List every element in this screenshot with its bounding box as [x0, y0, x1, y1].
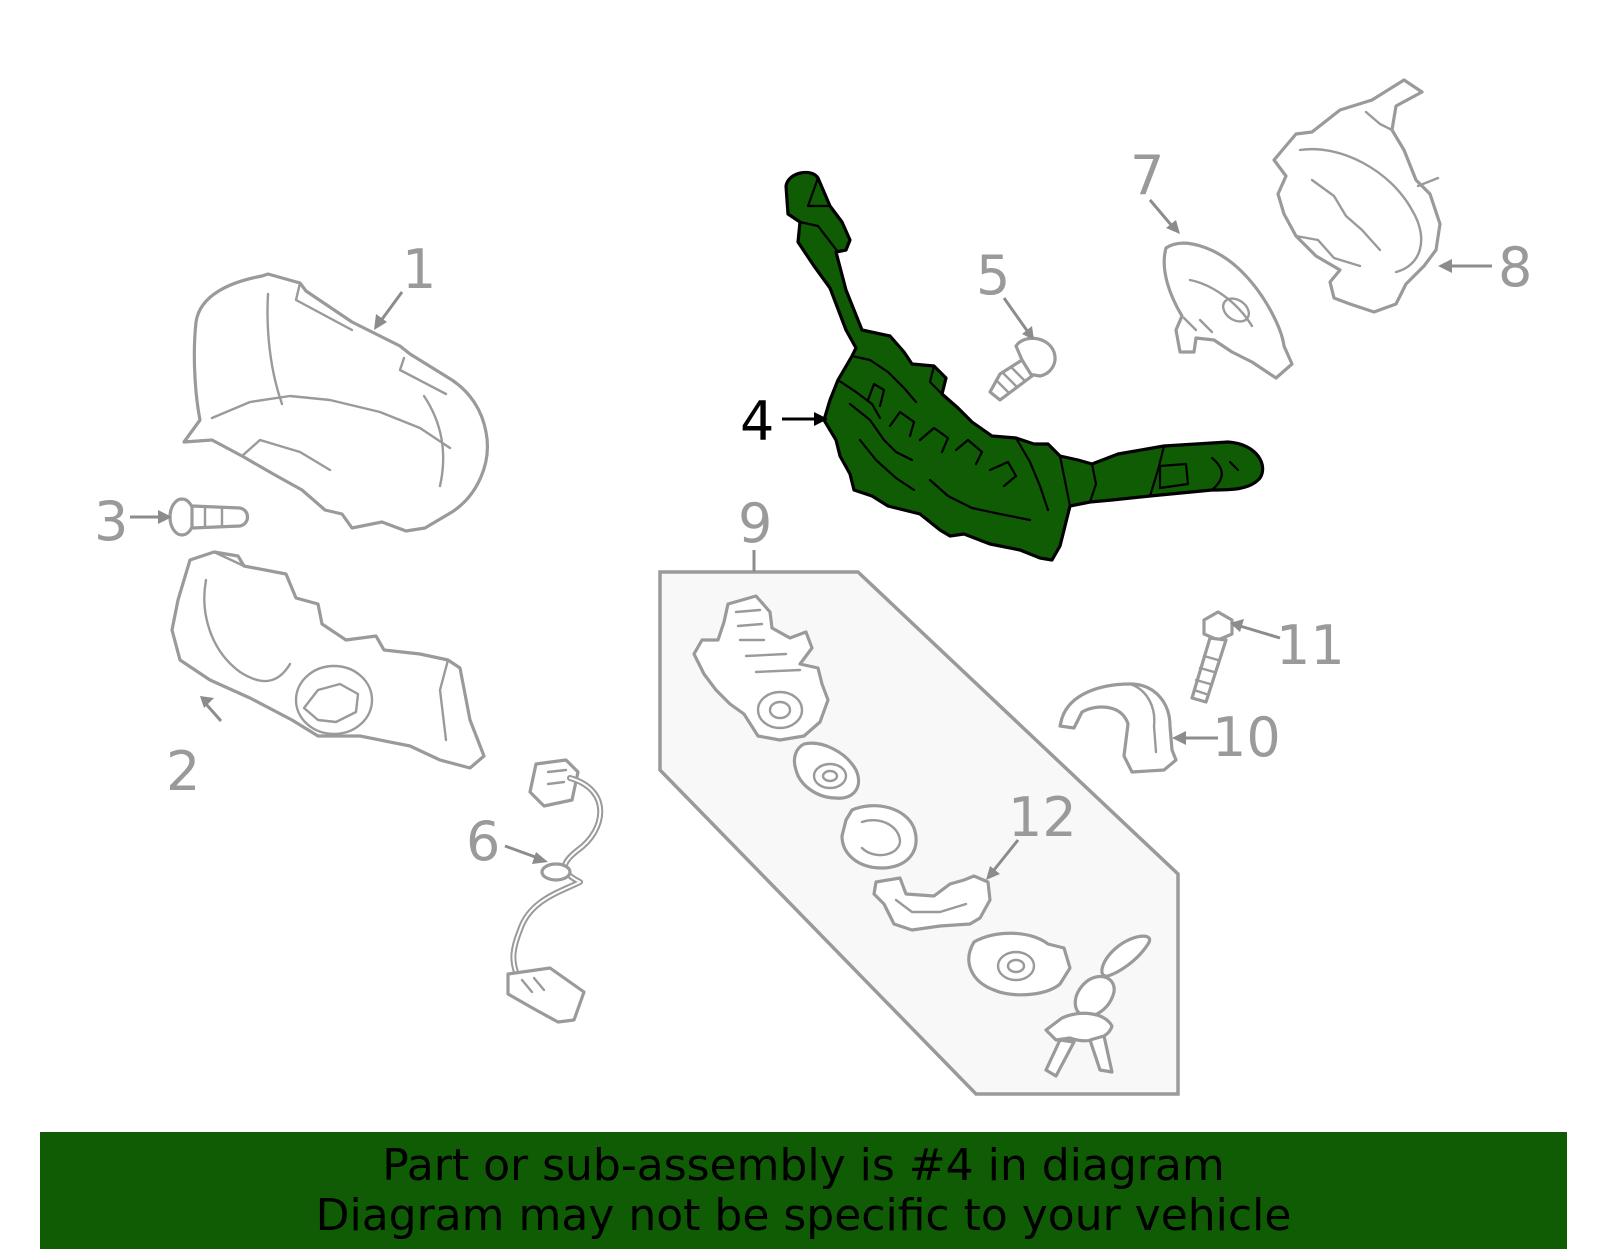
part-7-clock-spring-cover: [1162, 241, 1294, 380]
leader-1: [378, 291, 404, 323]
callout-9: 9: [738, 492, 772, 555]
callout-labels: 1 2 3 4 5 6 7 8 9 10 11 12: [94, 144, 1532, 873]
banner-line-1: Part or sub-assembly is #4 in diagram: [382, 1139, 1225, 1191]
callout-11: 11: [1276, 614, 1345, 677]
part-5-screw: [988, 336, 1057, 402]
part-4-combination-switch: [784, 170, 1265, 562]
callout-4: 4: [740, 390, 774, 453]
leader-5: [1002, 297, 1030, 333]
part-11-bolt: [1190, 610, 1234, 704]
callout-7: 7: [1130, 144, 1164, 207]
callout-10: 10: [1212, 706, 1281, 769]
callout-12: 12: [1008, 786, 1077, 849]
leader-arrowheads: [158, 220, 1452, 880]
part-3-clip: [168, 497, 250, 537]
leader-2: [204, 703, 223, 722]
callout-5: 5: [976, 244, 1010, 307]
part-8-clock-spring: [1272, 78, 1442, 314]
leader-11: [1239, 624, 1281, 640]
callout-8: 8: [1498, 236, 1532, 299]
part-6-wiring-harness: [506, 758, 604, 1024]
callout-1: 1: [402, 238, 436, 301]
leader-6: [504, 844, 539, 860]
callout-3: 3: [94, 490, 128, 553]
callout-2: 2: [166, 740, 200, 803]
part-9-ignition-lock-kit: [658, 570, 1180, 1096]
leader-lines: [130, 199, 1492, 871]
callout-6: 6: [466, 810, 500, 873]
leader-12: [992, 839, 1020, 871]
info-banner: Part or sub-assembly is #4 in diagram Di…: [40, 1132, 1567, 1249]
part-1-upper-column-cover: [182, 272, 489, 533]
banner-line-2: Diagram may not be specific to your vehi…: [315, 1189, 1292, 1241]
leader-7: [1148, 199, 1174, 227]
part-2-lower-column-cover: [170, 550, 486, 770]
part-10-bracket: [1058, 682, 1178, 774]
